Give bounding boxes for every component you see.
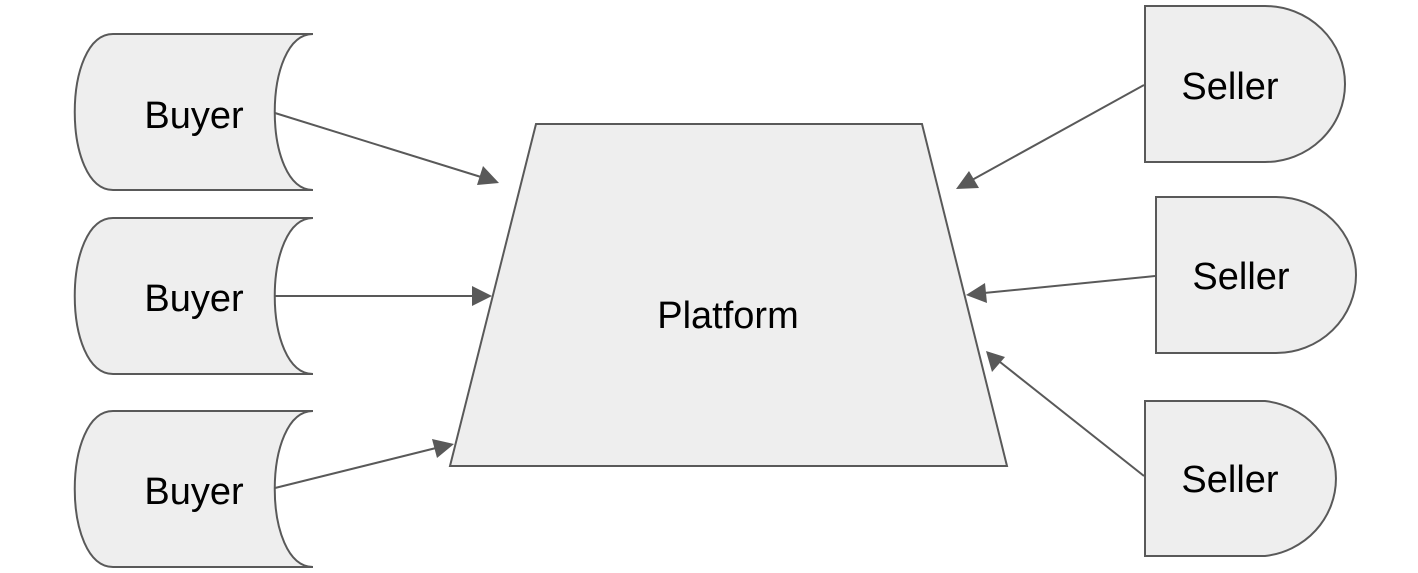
buyer-label: Buyer: [144, 471, 244, 513]
platform-label: Platform: [657, 295, 798, 337]
seller-shape: [1144, 400, 1337, 557]
seller-node-2: Seller: [1155, 196, 1357, 354]
platform-node: Platform: [448, 123, 1009, 467]
arrow-seller-1-to-platform: [956, 84, 1145, 189]
seller-node-1: Seller: [1144, 5, 1346, 163]
seller-label: Seller: [1192, 256, 1289, 298]
buyer-shape: [73, 410, 314, 568]
seller-node-3: Seller: [1144, 400, 1337, 557]
buyer-node-3: Buyer: [73, 410, 314, 568]
arrow-buyer-1-to-platform: [274, 112, 499, 185]
arrow-buyer-3-to-platform: [274, 439, 454, 489]
buyer-node-2: Buyer: [73, 217, 314, 375]
buyer-shape: [73, 217, 314, 375]
buyer-node-1: Buyer: [73, 33, 314, 191]
seller-shape: [1155, 196, 1357, 354]
arrow-buyer-2-to-platform: [275, 286, 492, 306]
buyer-label: Buyer: [144, 95, 244, 137]
platform-shape: [448, 123, 1009, 467]
seller-label: Seller: [1181, 66, 1278, 108]
buyer-label: Buyer: [144, 278, 244, 320]
seller-label: Seller: [1181, 459, 1278, 501]
arrow-seller-2-to-platform: [966, 275, 1156, 303]
arrow-seller-3-to-platform: [986, 351, 1145, 477]
seller-shape: [1144, 5, 1346, 163]
buyer-shape: [73, 33, 314, 191]
